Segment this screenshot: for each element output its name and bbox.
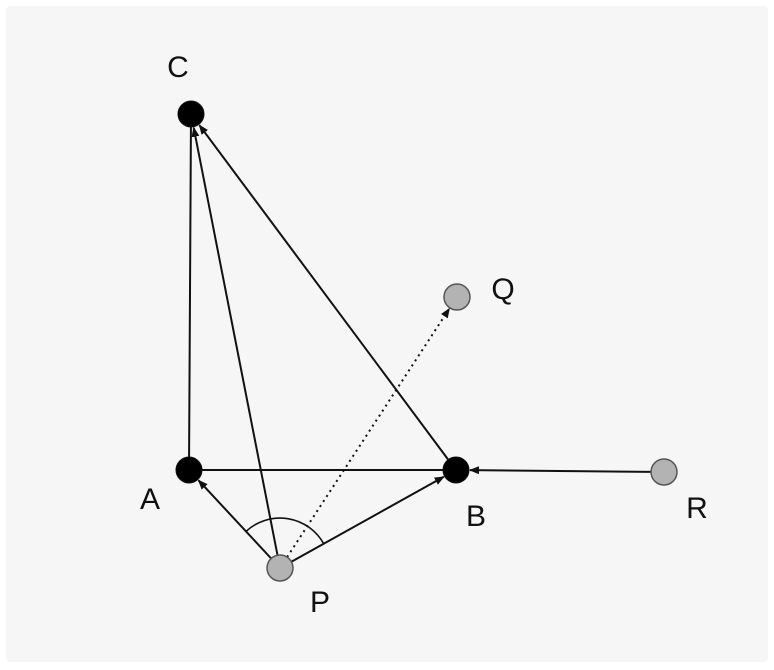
edge-p-c <box>191 126 279 556</box>
edge-r-b <box>469 466 652 475</box>
point-p <box>266 554 294 582</box>
label-b: B <box>466 500 486 533</box>
edge-b-c <box>198 124 450 461</box>
edge-p-q <box>286 307 451 558</box>
point-b <box>442 456 470 484</box>
point-q <box>443 283 471 311</box>
label-p: P <box>310 586 330 619</box>
edge-p-b <box>290 475 445 563</box>
label-r: R <box>686 492 708 525</box>
edge-a-c <box>188 113 192 471</box>
label-c: C <box>167 51 189 84</box>
label-a: A <box>140 483 160 516</box>
edge-p-a <box>197 479 272 560</box>
angle-arc-apb <box>245 517 325 545</box>
label-q: Q <box>491 273 514 306</box>
point-c <box>177 100 205 128</box>
point-a <box>175 456 203 484</box>
diagram-background <box>6 6 768 662</box>
point-r <box>650 458 678 486</box>
